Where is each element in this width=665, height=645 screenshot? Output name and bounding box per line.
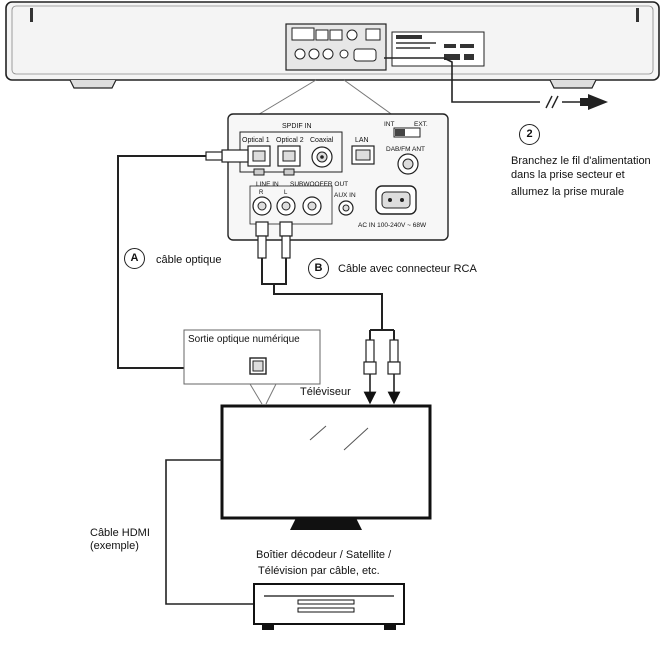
optical-out-label: Sortie optique numérique xyxy=(188,334,300,345)
optical2-label: Optical 2 xyxy=(276,137,304,144)
cable-a-badge: A xyxy=(124,248,145,269)
hdmi-label-line-2: (exemple) xyxy=(90,540,139,552)
hdmi-label-line-1: Câble HDMI xyxy=(90,527,150,539)
stb-label-line-1: Boîtier décodeur / Satellite / xyxy=(256,549,392,561)
cable-b-badge: B xyxy=(308,258,329,279)
subwoofer-out-label: SUBWOOFER OUT xyxy=(290,181,349,188)
coaxial-label: Coaxial xyxy=(310,137,334,144)
line-in-l-label: L xyxy=(284,190,288,196)
soundbar xyxy=(5,1,660,89)
ac-in-socket xyxy=(375,185,417,215)
ext-label: EXT. xyxy=(414,121,428,128)
line-in-l-port xyxy=(276,196,296,216)
cable-b-label: Câble avec connecteur RCA xyxy=(338,263,477,275)
subwoofer-out-port xyxy=(302,196,322,216)
line-in-r-label: R xyxy=(259,190,264,196)
coaxial-port xyxy=(311,146,333,168)
tv-label: Téléviseur xyxy=(300,386,351,398)
optical1-port xyxy=(247,145,271,176)
stb-label-line-2: Télévision par câble, etc. xyxy=(258,565,380,577)
hdmi-cable xyxy=(165,459,254,605)
line-in-label: LINE IN xyxy=(256,181,279,188)
spdif-in-label: SPDIF IN xyxy=(282,123,312,130)
step-2-line-2: dans la prise secteur et xyxy=(511,169,625,181)
tv-optical-out-box xyxy=(183,329,321,405)
optical1-label: Optical 1 xyxy=(242,137,270,144)
int-label: INT xyxy=(384,121,395,128)
step-2-line-3: allumez la prise murale xyxy=(511,186,625,198)
lan-label: LAN xyxy=(355,137,369,144)
rca-cable xyxy=(255,221,401,405)
lan-port xyxy=(351,145,375,165)
ac-in-label: AC IN 100-240V ~ 68W xyxy=(358,222,427,229)
optical2-port xyxy=(277,145,301,176)
cable-a-label: câble optique xyxy=(156,254,222,266)
set-top-box xyxy=(253,583,405,630)
power-cord xyxy=(384,57,608,110)
step-2-line-1: Branchez le fil d'alimentation xyxy=(511,155,651,167)
int-ext-switch xyxy=(393,127,421,138)
aux-in-label: AUX IN xyxy=(334,192,356,199)
aux-in-port xyxy=(338,200,354,216)
dab-fm-ant-label: DAB/FM ANT xyxy=(386,146,426,153)
step-2-badge: 2 xyxy=(519,124,540,145)
line-in-r-port xyxy=(252,196,272,216)
television xyxy=(220,404,432,530)
back-panel xyxy=(227,113,449,241)
dab-fm-antenna-port xyxy=(397,153,419,175)
